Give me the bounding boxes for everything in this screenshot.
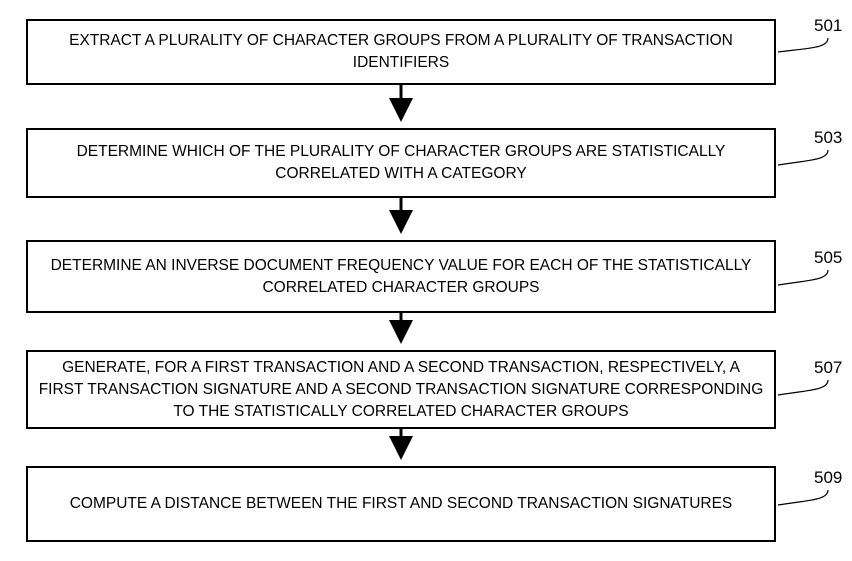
step-text: COMPUTE A DISTANCE BETWEEN THE FIRST AND… (69, 495, 733, 512)
step-text: GENERATE, FOR A FIRST TRANSACTION AND A … (38, 358, 764, 420)
ref-label-507: 507 (814, 358, 843, 377)
ref-label-505: 505 (814, 248, 843, 267)
ref-label-509: 509 (814, 468, 843, 487)
leader-501 (777, 37, 829, 53)
leader-503 (777, 149, 829, 166)
leader-509 (777, 489, 829, 506)
step-text: DETERMINE WHICH OF THE PLURALITY OF CHAR… (76, 143, 726, 182)
step-503-box: DETERMINE WHICH OF THE PLURALITY OF CHAR… (26, 128, 776, 198)
step-507-box: GENERATE, FOR A FIRST TRANSACTION AND A … (26, 350, 776, 429)
step-509-box: COMPUTE A DISTANCE BETWEEN THE FIRST AND… (26, 466, 776, 542)
step-text: EXTRACT A PLURALITY OF CHARACTER GROUPS … (69, 32, 733, 71)
step-505-box: DETERMINE AN INVERSE DOCUMENT FREQUENCY … (26, 240, 776, 313)
step-text: DETERMINE AN INVERSE DOCUMENT FREQUENCY … (50, 256, 752, 296)
leader-505 (777, 269, 829, 286)
ref-label-501: 501 (814, 16, 843, 35)
step-501-box: EXTRACT A PLURALITY OF CHARACTER GROUPS … (26, 19, 776, 85)
leader-507 (777, 379, 829, 396)
ref-label-503: 503 (814, 128, 843, 147)
